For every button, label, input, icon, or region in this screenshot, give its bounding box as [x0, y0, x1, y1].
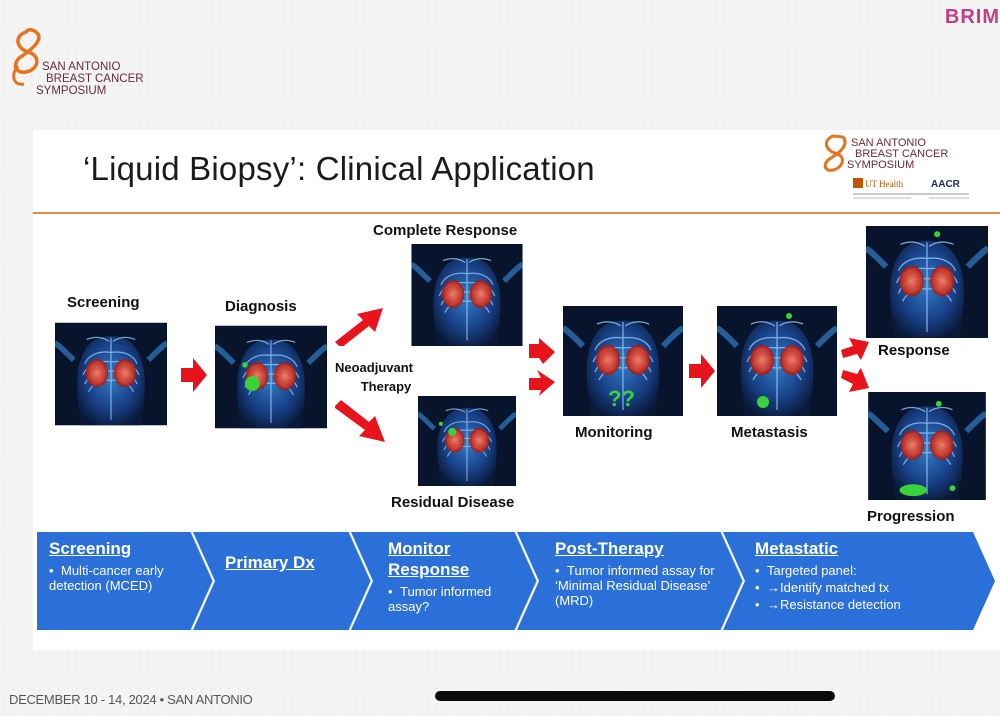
- xray-residual-disease: [409, 396, 525, 486]
- panel-heading-metastatic: Metastatic: [755, 539, 839, 558]
- tumor-marker: [757, 396, 769, 408]
- panel-bullet: •→Identify matched tx: [755, 580, 890, 595]
- neoadjuvant-therapy-label: Neoadjuvant Therapy: [329, 358, 419, 396]
- tumor-marker: [786, 313, 792, 319]
- xray-response: [865, 226, 989, 338]
- sabcs-partner-logo: SAN ANTONIO BREAST CANCER SYMPOSIUM UT H…: [823, 134, 969, 199]
- panel-bullet-text: Multi-cancer early detection (MCED): [49, 563, 164, 593]
- arrow-monitoring-to-metastasis: [689, 354, 715, 388]
- stage-label-monitoring: Monitoring: [575, 424, 653, 441]
- panel-heading-primary-dx: Primary Dx: [225, 553, 315, 572]
- chevron-screening: [37, 532, 213, 630]
- panel-metastatic: Metastatic •Targeted panel: •→Identify m…: [755, 538, 975, 612]
- logo-line-2: BREAST CANCER: [46, 73, 144, 85]
- monitoring-question-marks: ??: [608, 386, 635, 411]
- tumor-marker: [899, 484, 927, 497]
- title-divider: [33, 212, 1000, 214]
- header-strip: SAN ANTONIO BREAST CANCER SYMPOSIUM BRIM: [0, 0, 1000, 130]
- arrow-to-complete-response: [335, 308, 383, 346]
- tumor-marker: [934, 231, 941, 238]
- stage-label-progression: Progression: [867, 508, 955, 525]
- panel-heading-post-therapy: Post-Therapy: [555, 539, 664, 558]
- arrow-screening-to-diagnosis: [181, 358, 207, 392]
- slide-title: ‘Liquid Biopsy’: Clinical Application: [83, 150, 595, 187]
- footer-date-location: DECEMBER 10 - 14, 2024 • SAN ANTONIO: [9, 692, 253, 707]
- slide: ‘Liquid Biopsy’: Clinical Application SA…: [33, 130, 1000, 650]
- chevron-post-therapy: [517, 532, 743, 630]
- tumor-marker: [935, 400, 942, 407]
- xray-metastasis: [715, 306, 839, 416]
- partner-logo-line-2: BREAST CANCER: [855, 148, 948, 160]
- stage-label-screening: Screening: [67, 294, 140, 311]
- panel-screening: Screening •Multi-cancer early detection …: [49, 538, 199, 593]
- stage-label-diagnosis: Diagnosis: [225, 298, 297, 315]
- arrow-to-progression: [841, 368, 869, 392]
- panel-bullet: •Targeted panel:: [755, 563, 857, 578]
- chevron-primary-dx: [193, 532, 371, 630]
- tumor-marker: [448, 427, 457, 437]
- panel-post-therapy: Post-Therapy •Tumor informed assay for ‘…: [555, 538, 733, 608]
- tumor-marker: [949, 485, 956, 492]
- xray-progression: [865, 392, 989, 500]
- stage-label-residual-disease: Residual Disease: [391, 494, 515, 511]
- stage-label-metastasis: Metastasis: [731, 424, 808, 441]
- panel-bullet-text: →Identify matched tx: [767, 580, 890, 595]
- home-indicator-bar[interactable]: [435, 691, 835, 701]
- arrow-rd-to-monitoring: [529, 370, 555, 396]
- panel-bullet: •Multi-cancer early detection (MCED): [49, 563, 164, 593]
- panel-primary-dx: Primary Dx: [225, 552, 355, 573]
- arrow-to-response: [841, 338, 869, 360]
- xray-diagnosis: [215, 322, 327, 432]
- xray-screening: [55, 318, 167, 430]
- panel-heading-monitor-response: Monitor Response: [388, 539, 470, 579]
- arrow-cr-to-monitoring: [529, 338, 555, 364]
- logo-line-3: SYMPOSIUM: [36, 85, 106, 97]
- ut-health-logo-text: UT Health: [865, 179, 904, 189]
- chevron-metastatic: [723, 532, 995, 630]
- panel-bullet: •Tumor informed assay for ‘Minimal Resid…: [555, 563, 715, 608]
- panel-bullet: •Tumor informed assay?: [388, 584, 492, 614]
- aacr-logo-text: AACR: [931, 179, 961, 190]
- tumor-marker: [244, 376, 260, 391]
- panel-bullet-text: Tumor informed assay?: [388, 584, 492, 614]
- tumor-marker: [438, 421, 443, 426]
- stage-label-complete-response: Complete Response: [373, 222, 518, 239]
- process-chevrons: Screening •Multi-cancer early detection …: [33, 530, 1000, 630]
- neoadjuvant-label: Neoadjuvant: [334, 360, 413, 375]
- panel-bullet-text: →Resistance detection: [767, 597, 901, 612]
- xray-monitoring: ??: [561, 306, 685, 416]
- panel-monitor-response: Monitor Response •Tumor informed assay?: [388, 538, 518, 614]
- chevron-monitor-response: [351, 532, 537, 630]
- stage-label-response: Response: [878, 342, 950, 359]
- panel-bullet-text: Targeted panel:: [767, 563, 857, 578]
- tumor-marker: [242, 362, 248, 368]
- corner-brand-text: BRIM: [944, 6, 1000, 28]
- therapy-label: Therapy: [360, 379, 412, 394]
- panel-heading-screening: Screening: [49, 539, 132, 558]
- arrow-to-residual-disease: [335, 400, 385, 442]
- xray-complete-response: [409, 244, 525, 346]
- partner-logo-line-3: SYMPOSIUM: [847, 159, 914, 171]
- logo-line-1: SAN ANTONIO: [42, 61, 120, 73]
- panel-bullet: •→Resistance detection: [755, 597, 901, 612]
- sabcs-logo: SAN ANTONIO BREAST CANCER SYMPOSIUM: [12, 28, 144, 97]
- panel-bullet-text: Tumor informed assay for ‘Minimal Residu…: [555, 563, 715, 608]
- partner-logo-line-1: SAN ANTONIO: [851, 137, 926, 149]
